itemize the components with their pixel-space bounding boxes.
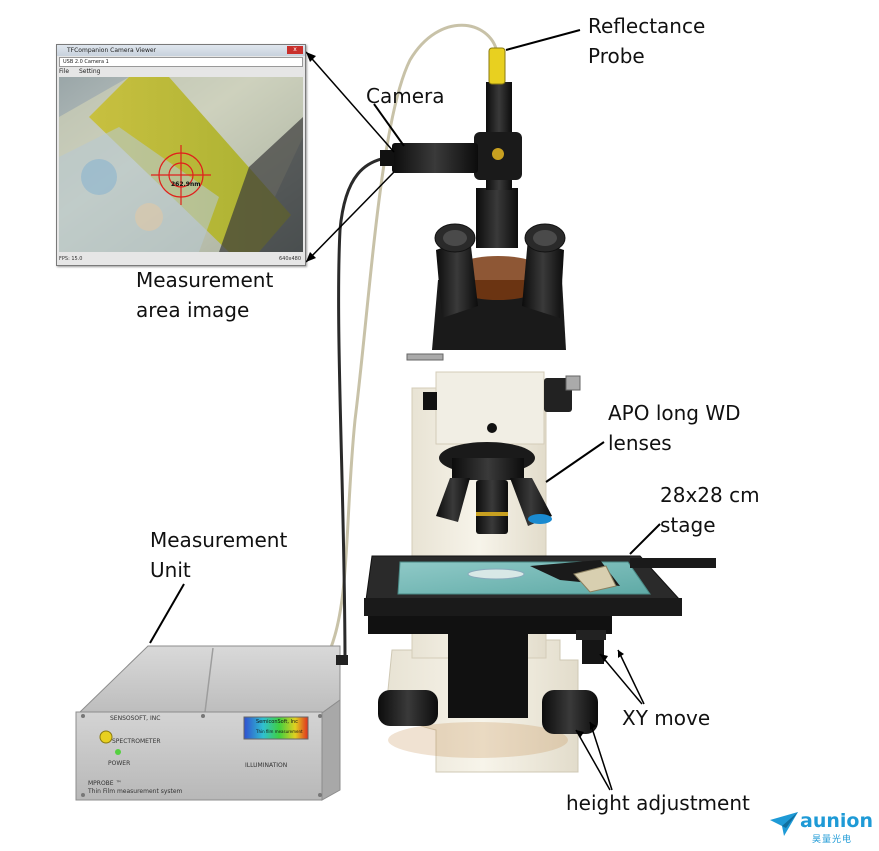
resolution-readout: 640x480 (278, 256, 301, 262)
label-reflectance-probe: Reflectance Probe (588, 14, 706, 68)
unit-brand-text: SENSOSOFT, INC (110, 715, 161, 722)
menu-file: File (59, 68, 70, 75)
camera-viewer-status: FPS: 15.0 640x480 (59, 254, 303, 264)
label-camera: Camera (366, 84, 445, 108)
fps-readout: FPS: 15.0 (59, 256, 83, 262)
camera-viewer-window: TFCompanion Camera Viewer x USB 2.0 Came… (56, 44, 306, 266)
brand-logo: aunion 昊量光电 (770, 808, 873, 845)
brand-name: aunion (800, 810, 873, 832)
camera-viewer-title: TFCompanion Camera Viewer (57, 45, 305, 56)
label-xy-move: XY move (622, 706, 711, 730)
label-height-adjustment: height adjustment (566, 791, 750, 815)
unit-power-text: POWER (108, 760, 131, 767)
unit-subtitle-text: Thin Film measurement system (88, 788, 183, 795)
window-close-button: x (287, 46, 303, 54)
menu-setting: Setting (78, 68, 101, 75)
unit-illumination-text: ILLUMINATION (245, 762, 288, 769)
camera-source-select: USB 2.0 Camera 1 (59, 57, 303, 67)
unit-spectrometer-text: SPECTROMETER (112, 738, 161, 745)
label-measurement-unit: Measurement Unit (150, 528, 288, 582)
camera-viewer-menu: File Setting (59, 67, 108, 76)
measurement-area-view: 262.9nm (59, 77, 303, 253)
measurement-area-image (59, 77, 303, 252)
label-apo-lenses: APO long WD lenses (608, 401, 741, 455)
label-measurement-area-image: Measurement area image (136, 268, 274, 322)
unit-panel-text: SemiconSoft, Inc (256, 719, 298, 725)
label-stage: 28x28 cm stage (660, 483, 760, 537)
brand-subtitle: 昊量光电 (812, 835, 853, 845)
paper-plane-icon (770, 812, 798, 836)
crosshair-readout: 262.9nm (171, 181, 201, 188)
unit-panel-sub-text: Thin film measurement (256, 729, 303, 734)
unit-model-text: MPROBE ™ (88, 780, 122, 787)
